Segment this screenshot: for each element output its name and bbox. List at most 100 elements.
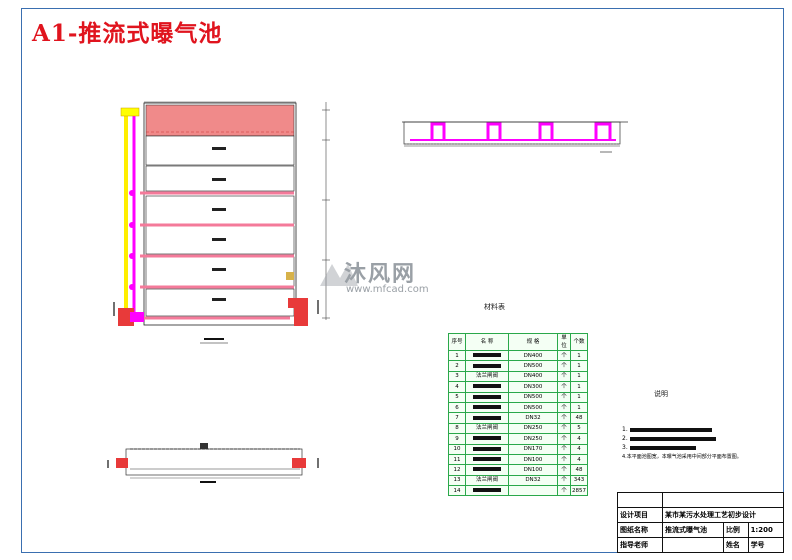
note-item: 2. — [622, 435, 716, 442]
advisor-value — [662, 537, 724, 553]
row-name — [465, 412, 509, 424]
drawing-name-label: 图纸名称 — [617, 522, 663, 538]
drawing-title: A1-推流式曝气池 — [32, 20, 223, 47]
row-name — [465, 485, 509, 497]
drawing-frame — [21, 8, 784, 553]
scale-label: 比例 — [722, 522, 749, 538]
note-number: 2. — [622, 435, 628, 442]
redacted-name-bar — [473, 353, 501, 358]
note-item: 1. — [622, 426, 712, 433]
title-block-row: 设计项目 某市某污水处理工艺初步设计 — [617, 507, 784, 523]
row-unit: 个 — [557, 433, 571, 445]
note-number: 4. — [622, 454, 627, 460]
row-unit: 个 — [557, 381, 571, 393]
row-no: 10 — [448, 443, 466, 455]
row-spec: DN100 — [508, 464, 558, 476]
redacted-name-bar — [473, 457, 501, 462]
row-name: 法兰闸阀 — [465, 474, 509, 487]
row-qty: 1 — [570, 360, 588, 372]
row-qty: 343 — [570, 474, 588, 487]
design-project-label: 设计项目 — [617, 507, 663, 523]
title-block-row — [617, 492, 784, 508]
redacted-name-bar — [473, 384, 501, 389]
row-no: 5 — [448, 391, 466, 403]
row-unit: 个 — [557, 443, 571, 455]
header-qty: 个数 — [570, 333, 588, 351]
header-no: 序号 — [448, 333, 466, 351]
row-name: 法兰闸阀 — [465, 370, 509, 383]
row-unit: 个 — [557, 422, 571, 435]
redacted-name-bar — [473, 394, 501, 399]
watermark-logo — [320, 264, 358, 286]
note-redacted-bar — [629, 445, 696, 450]
row-spec — [508, 485, 558, 497]
row-no: 14 — [448, 485, 466, 497]
title-block-row: 图纸名称 推流式曝气池 比例 1:200 — [617, 522, 785, 538]
header-name: 名 称 — [465, 333, 509, 351]
materials-table-title: 材料表 — [484, 303, 505, 311]
table-header-row: 序号 名 称 规 格 单位 个数 — [448, 333, 588, 351]
design-project-value: 某市某污水处理工艺初步设计 — [662, 507, 784, 523]
title-block: 设计项目 某市某污水处理工艺初步设计 图纸名称 推流式曝气池 比例 1:200 … — [617, 492, 785, 553]
row-unit: 个 — [557, 391, 571, 403]
row-qty: 1 — [570, 391, 588, 403]
row-name — [465, 401, 509, 414]
row-name: 法兰闸阀 — [465, 422, 509, 435]
row-no: 13 — [448, 474, 466, 487]
row-unit: 个 — [557, 474, 571, 487]
row-no: 9 — [448, 433, 466, 445]
row-unit: 个 — [557, 349, 571, 362]
row-spec: DN32 — [508, 474, 558, 487]
title-block-cell — [662, 492, 784, 508]
row-no: 1 — [448, 349, 466, 362]
row-name — [465, 360, 509, 372]
plan-view — [113, 101, 330, 344]
scale-value: 1:200 — [747, 522, 785, 538]
row-qty: 1 — [570, 401, 588, 414]
row-name — [465, 453, 509, 466]
header-spec: 规 格 — [508, 333, 558, 351]
row-name — [465, 391, 509, 403]
row-unit: 个 — [557, 485, 571, 497]
row-no: 12 — [448, 464, 466, 476]
header-unit: 单位 — [557, 333, 571, 351]
name-label: 姓名 — [722, 537, 749, 553]
row-spec: DN400 — [508, 370, 558, 383]
row-qty: 48 — [570, 464, 588, 476]
row-name — [465, 433, 509, 445]
row-spec: DN32 — [508, 412, 558, 424]
note-number: 3. — [622, 444, 628, 451]
row-no: 4 — [448, 381, 466, 393]
watermark-brand: 沐风网 — [344, 262, 417, 287]
row-qty: 48 — [570, 412, 588, 424]
row-qty: 1 — [570, 381, 588, 393]
row-spec: DN250 — [508, 433, 558, 445]
title-block-row: 指导老师 姓名 学号 — [617, 537, 785, 553]
redacted-name-bar — [473, 436, 501, 441]
row-no: 3 — [448, 370, 466, 383]
row-spec: DN250 — [508, 422, 558, 435]
row-unit: 个 — [557, 412, 571, 424]
redacted-name-bar — [473, 488, 501, 493]
row-no: 11 — [448, 453, 466, 466]
row-unit: 个 — [557, 370, 571, 383]
row-spec: DN100 — [508, 453, 558, 466]
row-qty: 2857 — [570, 485, 588, 497]
student-id-label: 学号 — [747, 537, 785, 553]
row-spec: DN500 — [508, 391, 558, 403]
row-qty: 5 — [570, 422, 588, 435]
row-spec: DN300 — [508, 381, 558, 393]
note-text: 本平面池图宽，本曝气池采用中间部分平面布置图。 — [626, 454, 742, 460]
